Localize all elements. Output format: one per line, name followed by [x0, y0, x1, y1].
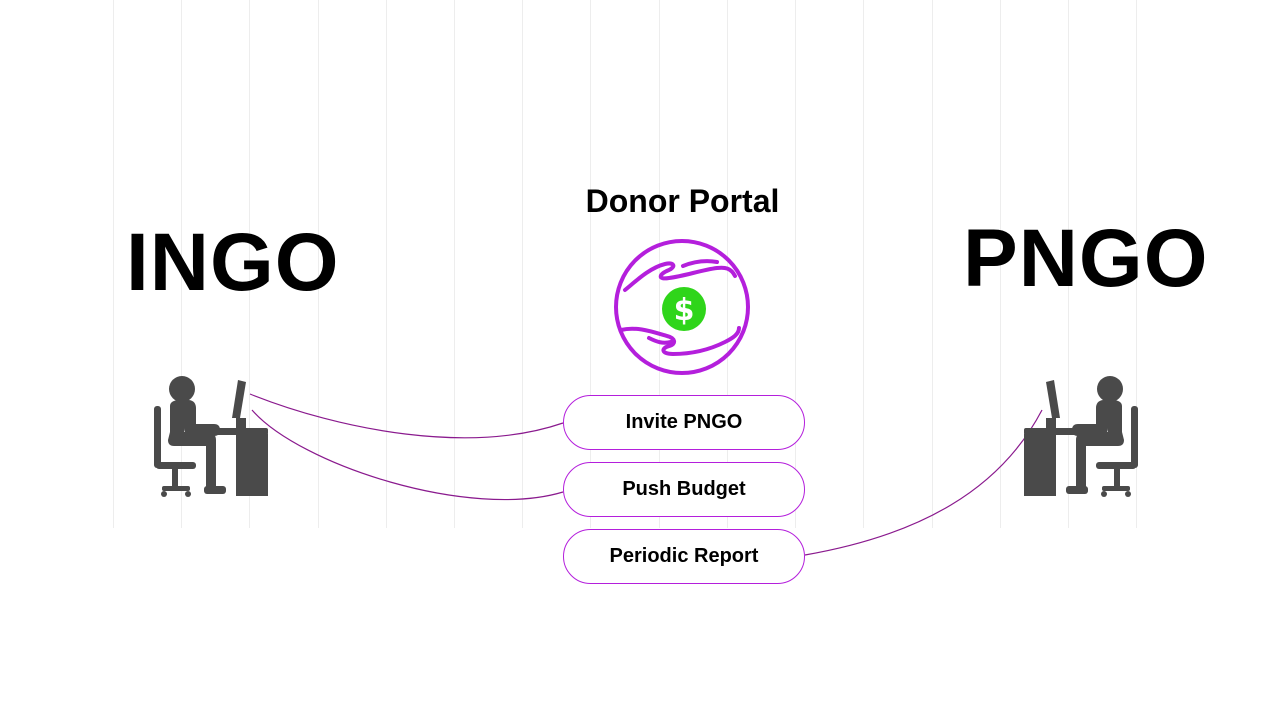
gridline: [522, 0, 523, 528]
gridline: [1068, 0, 1069, 528]
gridline: [863, 0, 864, 528]
gridline: [113, 0, 114, 528]
pngo-label: PNGO: [963, 213, 1209, 304]
push-budget-label: Push Budget: [622, 478, 746, 500]
ingo-label: INGO: [126, 217, 340, 308]
invite-pngo-label: Invite PNGO: [625, 411, 743, 433]
person-at-computer-icon: [1024, 376, 1138, 497]
connector-budget: [251, 409, 564, 501]
gridline: [386, 0, 387, 528]
gridline: [181, 0, 182, 528]
portal-title: Donor Portal: [585, 183, 780, 219]
gridline: [590, 0, 591, 528]
connector-report: [804, 409, 1043, 556]
periodic-report-label: Periodic Report: [609, 545, 759, 567]
push-budget-button[interactable]: Push Budget: [563, 462, 805, 517]
invite-pngo-button[interactable]: Invite PNGO: [563, 395, 805, 450]
gridline: [727, 0, 728, 528]
gridline: [1000, 0, 1001, 528]
gridline: [795, 0, 796, 528]
person-at-computer-icon: [154, 376, 268, 497]
background-grid: [113, 0, 1137, 528]
gridline: [1136, 0, 1137, 528]
hands-holding-dollar-icon: $: [614, 239, 750, 375]
gridline: [932, 0, 933, 528]
gridline: [454, 0, 455, 528]
gridline: [249, 0, 250, 528]
gridline: [318, 0, 319, 528]
connector-invite: [249, 393, 564, 439]
svg-text:$: $: [674, 293, 695, 328]
periodic-report-button[interactable]: Periodic Report: [563, 529, 805, 584]
